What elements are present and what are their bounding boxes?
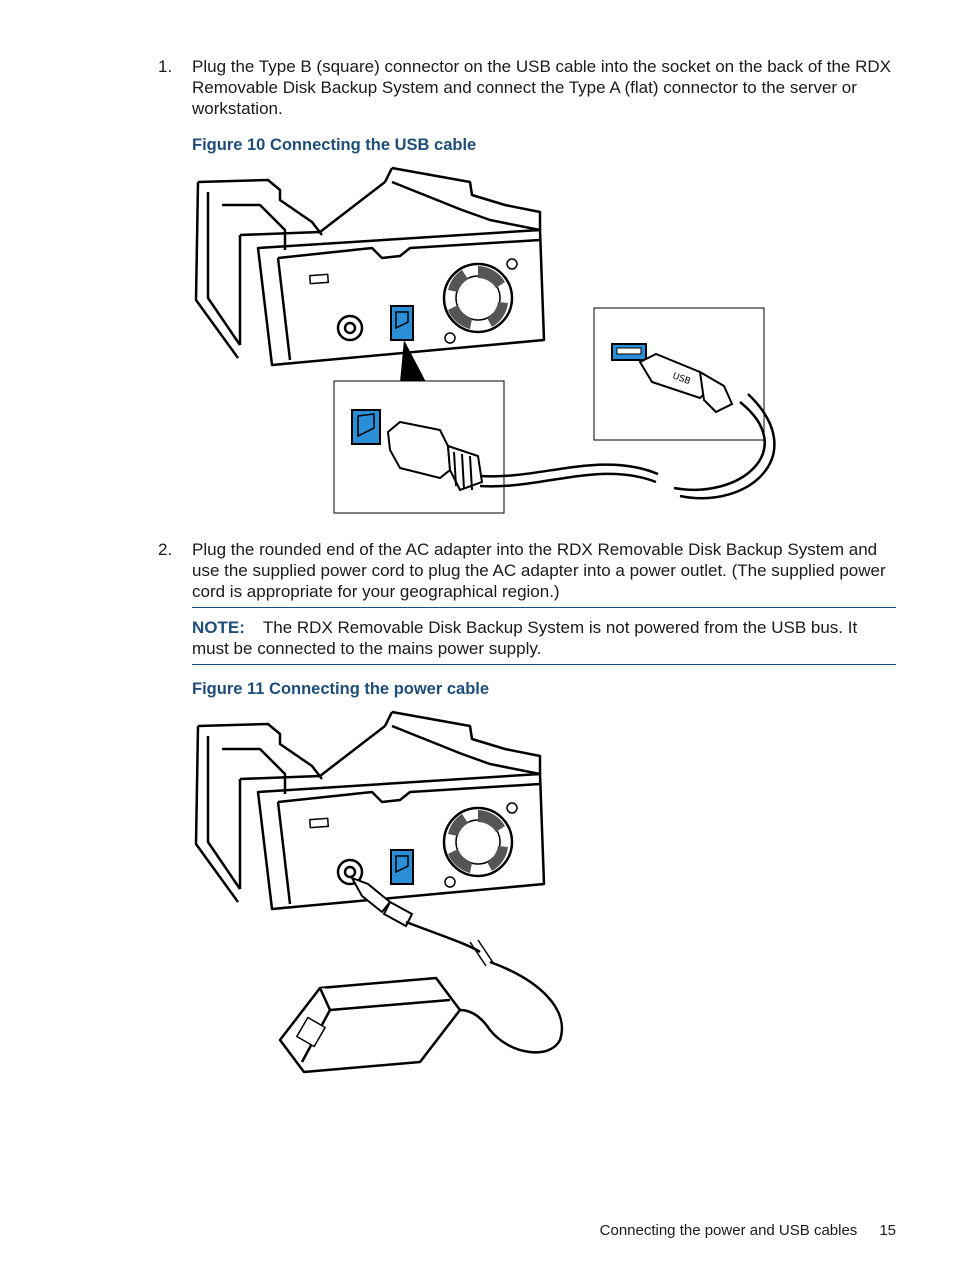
step-number: 1.: [158, 57, 173, 76]
step-1: 1. Plug the Type B (square) connector on…: [158, 56, 898, 119]
type-a-plug-icon: USB: [638, 352, 734, 414]
page-footer: Connecting the power and USB cables 15: [0, 1222, 896, 1239]
rdx-device-illustration: [194, 166, 546, 367]
step-number: 2.: [158, 540, 173, 559]
power-plug-icon: [349, 876, 414, 928]
usb-port-icon: [390, 305, 414, 341]
usb-port-icon: [390, 849, 414, 885]
callout-arrow: [400, 340, 426, 382]
step-text: Plug the rounded end of the AC adapter i…: [192, 540, 886, 601]
figure-10-caption: Figure 10 Connecting the USB cable: [192, 136, 477, 154]
type-a-port-icon: [611, 343, 647, 361]
fan-blades: [448, 810, 508, 873]
type-b-port-icon: [351, 409, 381, 445]
note-text: The RDX Removable Disk Backup System is …: [192, 618, 858, 658]
usb-cable: [479, 393, 776, 500]
ac-adapter-icon: [278, 976, 462, 1074]
type-b-plug-icon: [386, 420, 484, 492]
fan-blades: [448, 266, 508, 329]
figure-11-caption: Figure 11 Connecting the power cable: [192, 680, 490, 698]
rdx-device-illustration: [194, 710, 546, 911]
footer-section-title: Connecting the power and USB cables: [599, 1222, 858, 1239]
note-box: NOTE:The RDX Removable Disk Backup Syste…: [192, 607, 896, 665]
step-text: Plug the Type B (square) connector on th…: [192, 57, 891, 118]
step-2: 2. Plug the rounded end of the AC adapte…: [158, 539, 898, 602]
page-number: 15: [879, 1222, 896, 1239]
note-label: NOTE:: [192, 618, 245, 637]
power-cord: [405, 920, 564, 1054]
